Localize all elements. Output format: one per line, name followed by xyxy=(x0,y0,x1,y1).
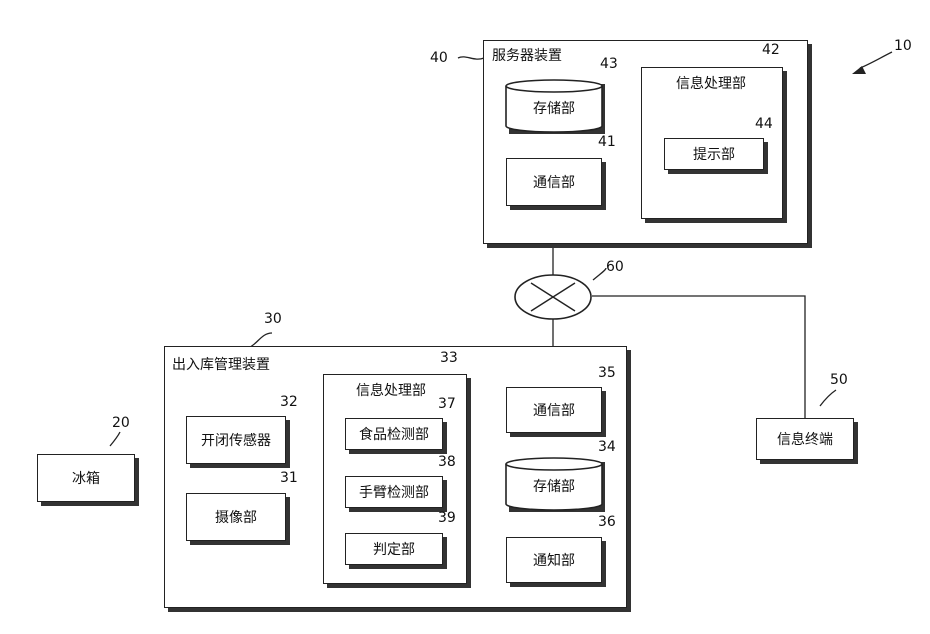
notify-ref: 36 xyxy=(598,514,616,530)
camera-ref: 31 xyxy=(280,470,298,486)
arm-detect-label: 手臂检测部 xyxy=(359,482,429,502)
server-comm-label: 通信部 xyxy=(533,172,575,192)
server-comm-ref: 41 xyxy=(598,134,616,150)
manager-title: 出入库管理装置 xyxy=(172,354,270,374)
server-comm-box: 通信部 xyxy=(506,158,602,206)
sensor-label: 开闭传感器 xyxy=(201,430,271,450)
fridge-label: 冰箱 xyxy=(72,468,100,488)
server-storage-label: 存储部 xyxy=(506,90,602,126)
manager-storage-label: 存储部 xyxy=(506,468,602,504)
manager-comm-box: 通信部 xyxy=(506,387,602,433)
arm-detect-ref: 38 xyxy=(438,454,456,470)
food-detect-ref: 37 xyxy=(438,396,456,412)
camera-box: 摄像部 xyxy=(186,493,286,541)
camera-label: 摄像部 xyxy=(215,507,257,527)
notify-label: 通知部 xyxy=(533,550,575,570)
fridge-ref: 20 xyxy=(112,415,130,431)
terminal-label: 信息终端 xyxy=(777,429,833,449)
presenter-box: 提示部 xyxy=(664,138,764,170)
arrow-head-icon xyxy=(852,66,866,74)
terminal-ref: 50 xyxy=(830,372,848,388)
presenter-ref: 44 xyxy=(755,116,773,132)
manager-processor-label: 信息处理部 xyxy=(356,380,426,400)
manager-comm-ref: 35 xyxy=(598,365,616,381)
judge-box: 判定部 xyxy=(345,533,443,565)
server-title: 服务器装置 xyxy=(492,45,562,65)
fridge-box: 冰箱 xyxy=(37,454,135,502)
judge-label: 判定部 xyxy=(373,539,415,559)
sensor-box: 开闭传感器 xyxy=(186,416,286,464)
sensor-ref: 32 xyxy=(280,394,298,410)
presenter-label: 提示部 xyxy=(693,144,735,164)
judge-ref: 39 xyxy=(438,510,456,526)
manager-processor-ref: 33 xyxy=(440,350,458,366)
terminal-box: 信息终端 xyxy=(756,418,854,460)
arm-detect-box: 手臂检测部 xyxy=(345,476,443,508)
server-processor-ref: 42 xyxy=(762,42,780,58)
notify-box: 通知部 xyxy=(506,537,602,583)
system-ref: 10 xyxy=(894,38,912,54)
manager-storage-ref: 34 xyxy=(598,439,616,455)
manager-ref: 30 xyxy=(264,311,282,327)
server-processor-label: 信息处理部 xyxy=(676,73,746,93)
network-ref: 60 xyxy=(606,259,624,275)
server-ref: 40 xyxy=(430,50,448,66)
network-router-icon xyxy=(515,275,591,319)
manager-comm-label: 通信部 xyxy=(533,400,575,420)
food-detect-box: 食品检测部 xyxy=(345,418,443,450)
food-detect-label: 食品检测部 xyxy=(359,424,429,444)
server-storage-ref: 43 xyxy=(600,56,618,72)
